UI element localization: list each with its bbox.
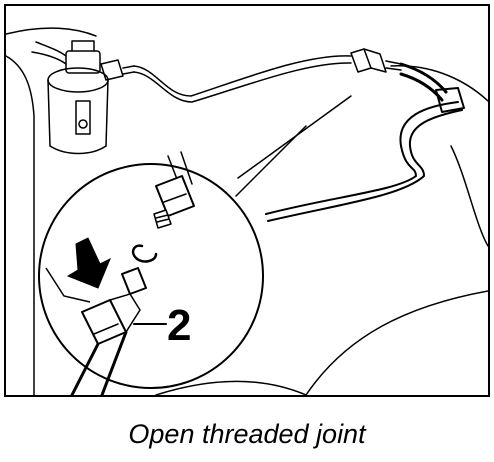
- thick-hose: [399, 62, 448, 102]
- diagram-caption: Open threaded joint: [128, 419, 366, 449]
- leader-line-lower: [235, 125, 307, 197]
- direction-arrow: [45, 237, 111, 303]
- callout-number: 2: [167, 301, 192, 350]
- body-outline-bottom: [155, 380, 307, 395]
- dryer-nut: [100, 59, 135, 81]
- upper-fitting: [350, 48, 402, 73]
- body-outline-lower-right: [305, 290, 488, 395]
- body-outline-right-edge: [450, 145, 488, 247]
- upper-nut: [155, 175, 195, 217]
- o-ring: [131, 244, 158, 263]
- diagram-frame: 2: [4, 4, 490, 397]
- upper-line: [133, 55, 352, 97]
- pipe-joint-illustration: [6, 27, 488, 395]
- lower-hose: [70, 330, 128, 395]
- s-pipe: [265, 101, 459, 215]
- upper-thread: [153, 209, 172, 229]
- receiver-dryer: [31, 40, 109, 155]
- detail-circle: [38, 151, 264, 395]
- body-outline-left: [6, 55, 35, 395]
- lower-stub: [121, 267, 147, 295]
- body-outline-top: [6, 27, 97, 37]
